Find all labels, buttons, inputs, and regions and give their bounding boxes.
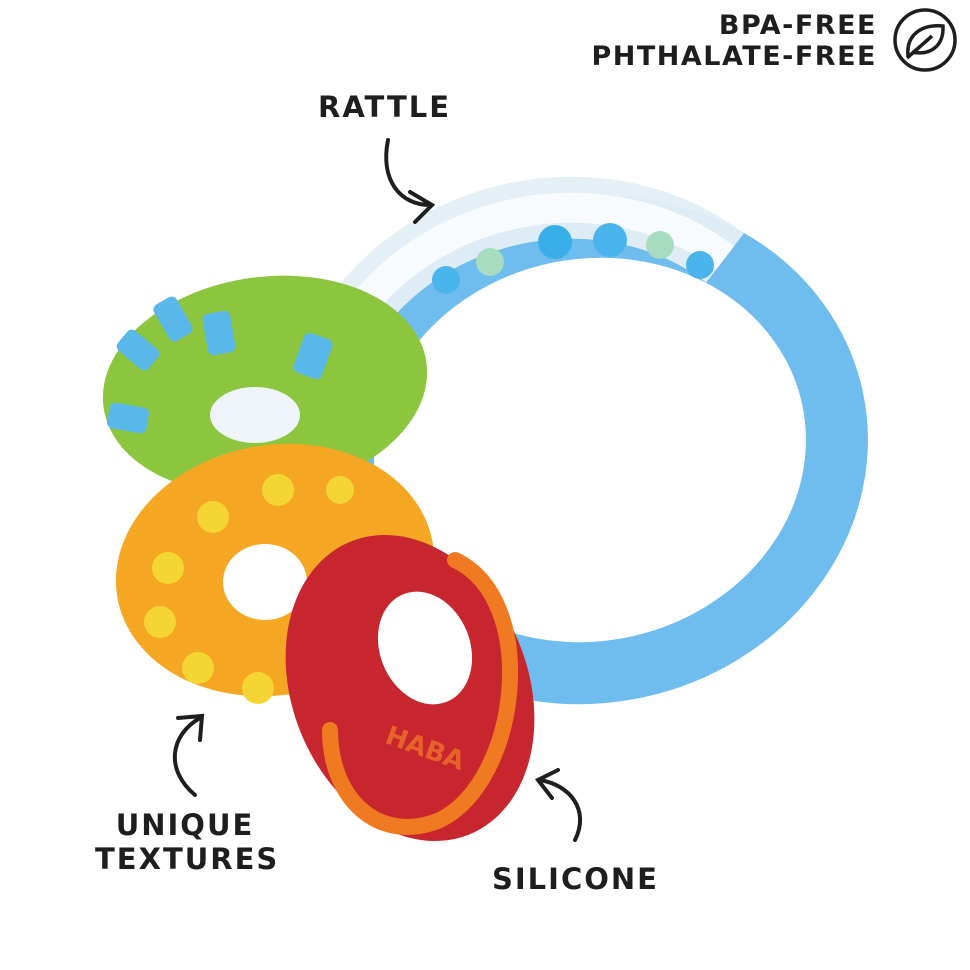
green-teether-disc bbox=[102, 275, 428, 495]
textures-label-line-1: UNIQUE bbox=[115, 808, 255, 842]
rattle-beads bbox=[432, 223, 714, 294]
badge-line-2: PHTHALATE-FREE bbox=[591, 41, 877, 72]
textures-label-line-2: TEXTURES bbox=[95, 842, 280, 876]
silicone-label: SILICONE bbox=[492, 862, 659, 896]
badge-line-1: BPA-FREE bbox=[718, 10, 877, 41]
textures-arrow-icon bbox=[172, 713, 205, 797]
red-silicone-disc: HABA bbox=[285, 534, 535, 842]
leaf-icon bbox=[893, 8, 957, 72]
bpa-free-badge: BPA-FREE PHTHALATE-FREE bbox=[592, 10, 878, 72]
silicone-arrow-icon bbox=[534, 768, 582, 842]
textures-label: UNIQUE TEXTURES bbox=[95, 808, 280, 876]
rattle-label: RATTLE bbox=[318, 90, 452, 124]
rattle-arrow-icon bbox=[384, 138, 436, 224]
